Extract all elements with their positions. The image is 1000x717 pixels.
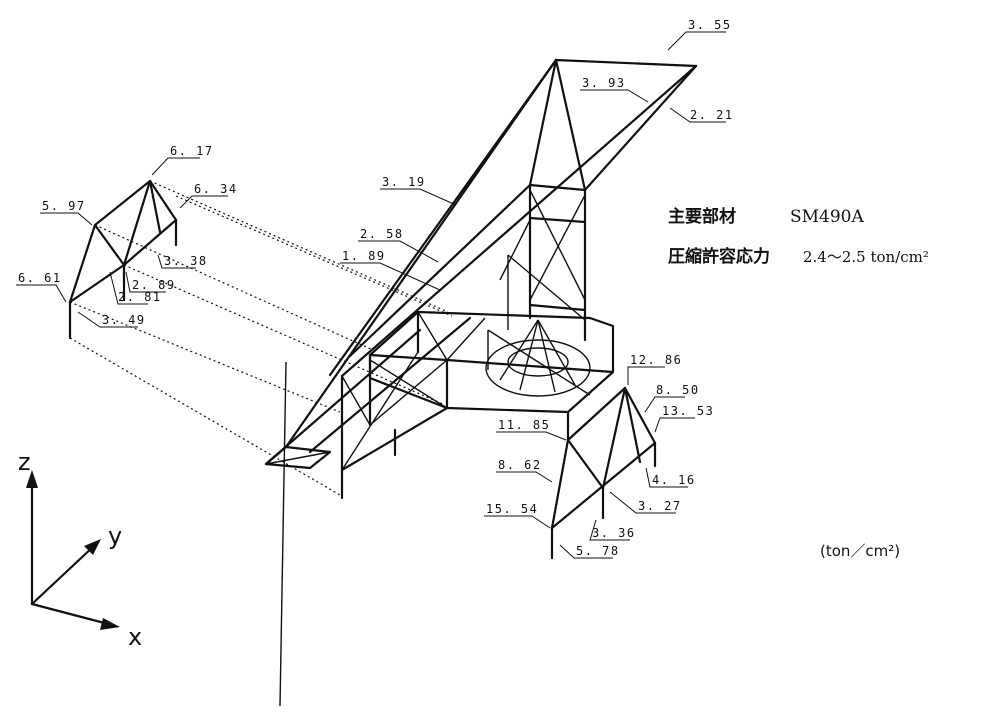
stress-label-left-foot-inner: 2. 81: [118, 290, 162, 304]
stress-label-right-foot: 5. 78: [576, 544, 620, 558]
material-value: SM490A: [790, 207, 865, 227]
stress-label-left-upper: 5. 97: [42, 199, 86, 213]
left-detail-frame: [68, 179, 178, 340]
stress-label-long-diagonal: 3. 19: [382, 175, 426, 189]
stress-label-left-right-top: 6. 34: [194, 182, 238, 196]
vertical-reference-line: [279, 361, 287, 707]
unit-label: (ton／cm²): [820, 542, 900, 560]
stress-label-right-upper: 8. 50: [656, 383, 700, 397]
stress-label-right-mid: 11. 85: [498, 418, 550, 432]
axis-label-y: y: [108, 522, 122, 550]
stress-label-left-corner: 6. 61: [18, 271, 62, 285]
stress-label-top-center: 3. 93: [582, 76, 626, 90]
material-info: 主要部材 SM490A 圧縮許容応力 2.4～2.5 ton/cm² (ton／…: [668, 206, 929, 560]
allowable-stress-value: 2.4～2.5 ton/cm²: [803, 248, 929, 266]
stress-label-left-foot: 3. 49: [102, 313, 146, 327]
main-structure: [264, 58, 698, 560]
stress-label-right-left: 8. 62: [498, 458, 542, 472]
material-label: 主要部材: [668, 206, 736, 227]
axis-label-z: z: [18, 448, 31, 476]
leader-lines: [16, 31, 726, 559]
stress-label-mid-diagonal: 2. 58: [360, 227, 404, 241]
stress-label-top-right-lower: 2. 21: [690, 108, 734, 122]
stress-label-right-foot-inner: 3. 27: [638, 499, 682, 513]
stress-labels: 3. 55 3. 93 2. 21 3. 19 2. 58 1. 89 6. 1…: [18, 18, 734, 558]
stress-label-left-inner: 2. 89: [132, 278, 176, 292]
stress-label-right-corner-lower: 4. 16: [652, 473, 696, 487]
stress-label-left-apex: 6. 17: [170, 144, 214, 158]
projection-lines: [69, 180, 453, 496]
stress-label-lower-diagonal: 1. 89: [342, 249, 386, 263]
axis-label-x: x: [128, 623, 142, 651]
stress-label-right-apex: 12. 86: [630, 353, 682, 367]
axis-triad: z y x: [18, 448, 142, 651]
stress-label-right-corner-top: 13. 53: [662, 404, 714, 418]
stress-label-top-right-tip: 3. 55: [688, 18, 732, 32]
stress-label-right-left-foot: 15. 54: [486, 502, 538, 516]
allowable-stress-label: 圧縮許容応力: [668, 246, 770, 267]
stress-label-left-inner-right: 3. 38: [164, 254, 208, 268]
stress-label-right-foot-mid: 3. 36: [592, 526, 636, 540]
